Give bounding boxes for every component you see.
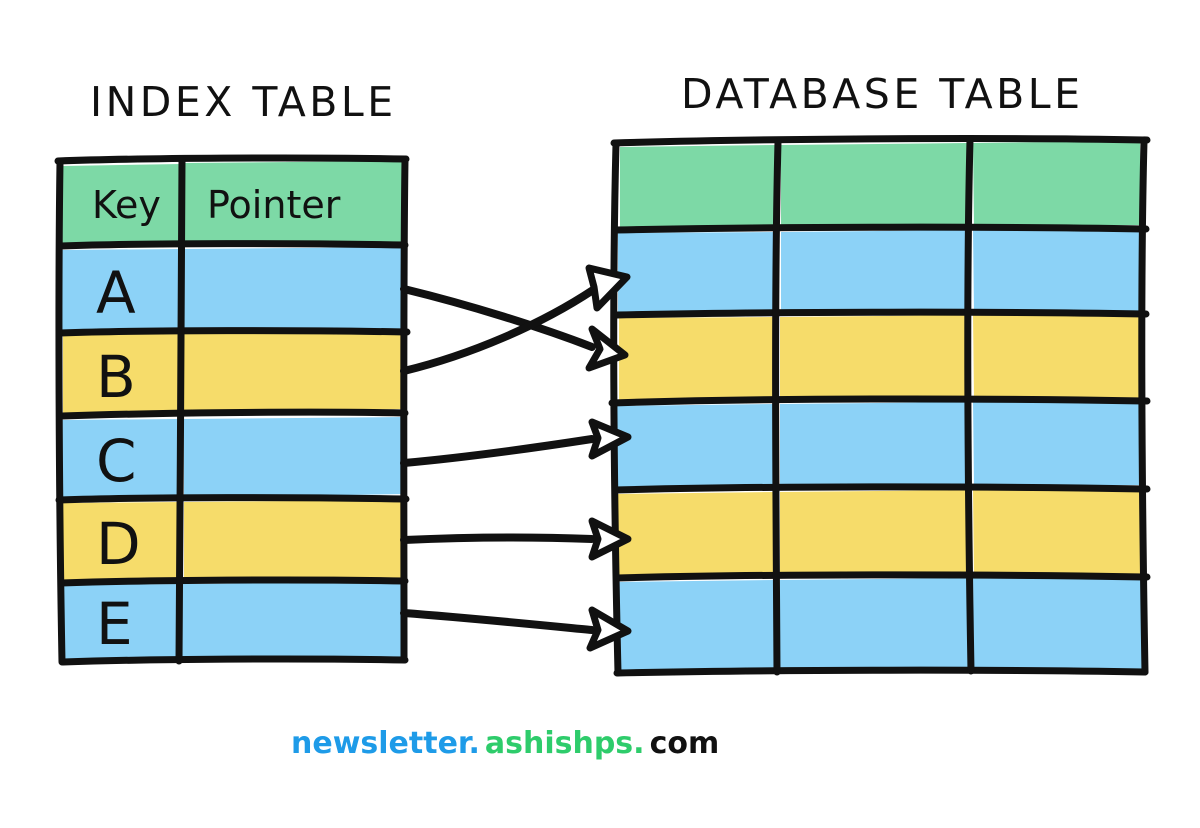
svg-text:newsletter.ashishps.com: newsletter.ashishps.com bbox=[291, 726, 719, 761]
index-header-key-label: Key bbox=[92, 183, 161, 227]
index-row-E-key-fill bbox=[61, 584, 180, 663]
index-key-letter-E: E bbox=[96, 590, 133, 658]
index-header-row bbox=[62, 161, 403, 244]
index-row-E-pointer-fill bbox=[180, 582, 404, 661]
db-header-cell-3-fill bbox=[973, 141, 1141, 226]
pointer-arrow-D bbox=[400, 517, 632, 561]
database-table-gridlines bbox=[608, 135, 1151, 677]
index-row-C bbox=[60, 417, 404, 499]
db-header-row bbox=[620, 141, 1141, 228]
db-header-cell-1-fill bbox=[620, 145, 776, 228]
index-header-pointer-label: Pointer bbox=[207, 183, 341, 227]
db-row-1-cell-3-fill bbox=[973, 228, 1143, 312]
index-header-key-fill bbox=[62, 164, 181, 244]
db-row-1 bbox=[618, 228, 1143, 314]
index-header-pointer-fill bbox=[185, 161, 403, 243]
pointer-arrow-E bbox=[400, 606, 632, 652]
pointer-arrows bbox=[400, 264, 632, 652]
footer-part-com: com bbox=[650, 726, 720, 761]
db-row-2-cell-1-fill bbox=[619, 317, 775, 402]
db-row-4 bbox=[617, 488, 1143, 578]
footer-dot-2: . bbox=[633, 726, 644, 761]
pointer-arrow-A bbox=[400, 285, 629, 372]
index-key-letter-D: D bbox=[96, 510, 141, 578]
db-row-4-cell-3-fill bbox=[973, 488, 1143, 575]
index-row-B-key-fill bbox=[63, 334, 180, 414]
index-row-C-pointer-fill bbox=[184, 417, 404, 498]
index-table-title: INDEX TABLE bbox=[90, 78, 397, 126]
index-table: Key Pointer A B C D E bbox=[54, 154, 411, 666]
database-table-title: DATABASE TABLE bbox=[681, 70, 1084, 118]
index-row-D-key-fill bbox=[62, 502, 180, 582]
db-row-2-cell-3-fill bbox=[973, 313, 1143, 399]
db-row-3 bbox=[612, 400, 1143, 490]
index-row-B bbox=[63, 331, 404, 414]
pointer-arrow-B bbox=[400, 264, 631, 375]
db-row-4-cell-2-fill bbox=[780, 490, 968, 576]
index-row-C-key-fill bbox=[60, 419, 180, 499]
db-row-2-cell-2-fill bbox=[780, 315, 968, 400]
index-table-gridlines bbox=[54, 154, 411, 666]
index-row-D bbox=[62, 500, 404, 582]
index-key-letter-B: B bbox=[96, 343, 136, 411]
footer-dot-1: . bbox=[468, 726, 479, 761]
index-row-D-pointer-fill bbox=[184, 500, 404, 581]
db-row-5-cell-2-fill bbox=[780, 578, 968, 672]
footer-part-ashishps: ashishps bbox=[485, 726, 633, 761]
db-row-3-cell-2-fill bbox=[780, 402, 968, 487]
index-row-A bbox=[60, 247, 405, 333]
index-key-letter-C: C bbox=[96, 427, 137, 495]
index-row-E bbox=[61, 582, 404, 663]
db-row-2 bbox=[619, 313, 1143, 402]
db-header-cell-2-fill bbox=[781, 143, 968, 227]
index-row-A-key-fill bbox=[60, 249, 180, 333]
db-row-5-cell-1-fill bbox=[618, 580, 775, 674]
db-row-5 bbox=[618, 576, 1143, 674]
db-row-3-cell-3-fill bbox=[973, 400, 1143, 486]
db-row-5-cell-3-fill bbox=[973, 576, 1143, 671]
index-key-letter-A: A bbox=[96, 259, 136, 327]
db-row-1-cell-1-fill bbox=[618, 232, 776, 314]
index-row-B-pointer-fill bbox=[184, 331, 404, 413]
db-row-1-cell-2-fill bbox=[781, 230, 968, 313]
index-row-A-pointer-fill bbox=[184, 247, 405, 331]
db-row-4-cell-1-fill bbox=[617, 492, 775, 578]
footer-part-newsletter: newsletter bbox=[291, 726, 473, 761]
database-table bbox=[608, 135, 1151, 677]
db-row-3-cell-1-fill bbox=[612, 404, 775, 490]
footer-watermark: newsletter.ashishps.com bbox=[291, 726, 719, 761]
pointer-arrow-C bbox=[400, 418, 632, 467]
